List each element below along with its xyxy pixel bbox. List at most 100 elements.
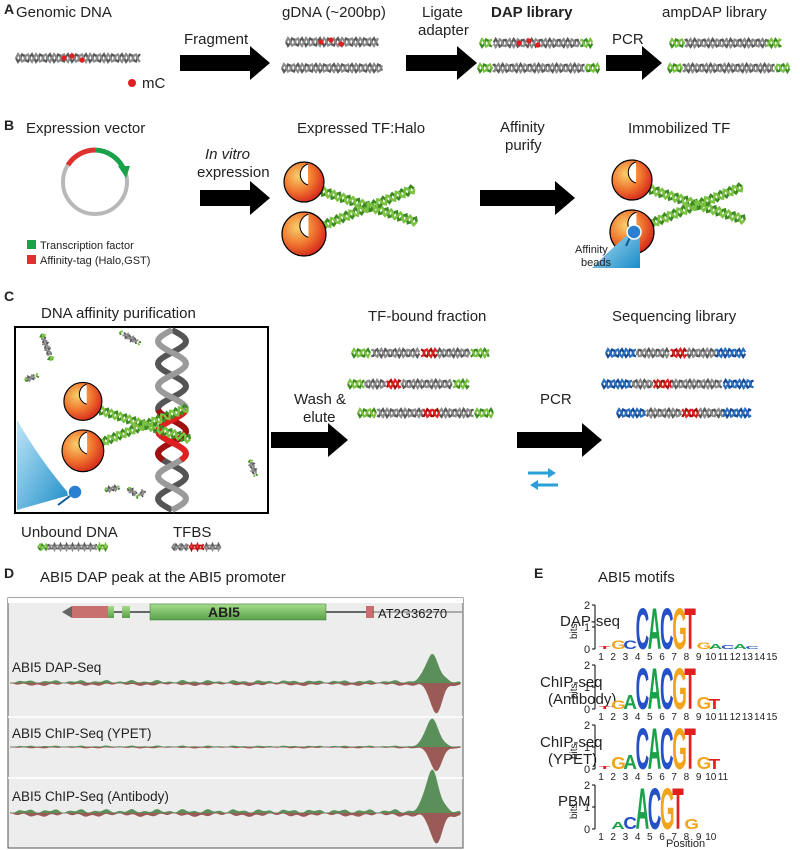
ligate-label-2: adapter (418, 22, 469, 39)
y-tick-label: 2 (584, 660, 590, 672)
tfbs-icon-helix (171, 541, 222, 553)
position-tick: 7 (671, 652, 677, 663)
position-tick: 1 (598, 772, 604, 783)
position-tick: 6 (659, 652, 665, 663)
logo-letter: A (733, 643, 747, 651)
immobilized-tf-dimer (592, 159, 746, 268)
track-ypet (10, 718, 461, 772)
halo-tag-1 (611, 159, 653, 201)
panel-d-title: ABI5 DAP peak at the ABI5 promoter (40, 569, 286, 586)
logo-letter: G (660, 778, 675, 843)
position-tick: 7 (671, 832, 677, 843)
dap-fragment-2 (477, 61, 601, 75)
y-tick-label: 1 (584, 622, 590, 634)
position-tick: 1 (598, 652, 604, 663)
pcr-label-a: PCR (612, 31, 644, 48)
bound-fragment-3 (357, 406, 494, 420)
bead-linker-c (57, 495, 71, 506)
unbound-icon-helix (37, 541, 109, 553)
logo-letter: T (684, 598, 696, 663)
bound-fragment-2 (347, 377, 470, 391)
expressed-tf-dimer (281, 161, 418, 257)
logo-letter: C (636, 718, 650, 783)
dap-title: DNA affinity purification (41, 305, 196, 322)
position-tick: 3 (623, 652, 629, 663)
y-tick-label: 1 (584, 682, 590, 694)
mc-site (526, 38, 532, 44)
position-tick: 12 (730, 712, 742, 723)
position-tick: 11 (718, 772, 729, 783)
logo-letter: G (697, 642, 712, 652)
logo-letter: C (721, 644, 735, 651)
y-axis-label: bits (569, 683, 580, 699)
expression-arrow (200, 181, 270, 215)
unbound-fragment (127, 486, 141, 499)
mc-site (516, 40, 522, 46)
genomic-dna-helix (15, 52, 141, 64)
unbound-dna-icon (37, 541, 109, 553)
mc-site (328, 37, 334, 43)
position-axis-label: Position (666, 838, 705, 850)
logo-letter: C (648, 778, 662, 843)
logo-letter: G (697, 694, 712, 713)
position-tick: 12 (730, 652, 742, 663)
in-vitro-label: In vitro (205, 146, 250, 163)
track-antibody (10, 769, 461, 844)
panel-e-title: ABI5 motifs (598, 569, 675, 586)
locus-id: AT2G36270 (378, 606, 447, 621)
panel-e-letter: E (534, 565, 543, 581)
sequencing-fragments (601, 346, 754, 420)
ampdap-label: ampDAP library (662, 4, 767, 21)
position-tick: 8 (684, 712, 690, 723)
logo-letter: C (636, 598, 650, 663)
purify-label: purify (505, 137, 542, 154)
motif-label: ChIP-seq (540, 734, 603, 751)
logo-letter: A (648, 718, 662, 783)
unbound-fragment (138, 488, 146, 498)
track-label-dap: ABI5 DAP-Seq (12, 660, 101, 675)
fragment-arrow (180, 46, 270, 80)
position-tick: 14 (754, 712, 766, 723)
pcr-label-c: PCR (540, 391, 572, 408)
position-tick: 3 (623, 832, 629, 843)
genomic-dna-label: Genomic DNA (16, 4, 112, 21)
y-tick-label: 0 (584, 704, 590, 716)
mc-site (69, 53, 75, 59)
tf-bound-label: TF-bound fraction (368, 308, 486, 325)
position-tick: 2 (610, 772, 616, 783)
logo-letter: A (623, 751, 637, 774)
bead-knob (626, 224, 642, 240)
position-tick: 8 (684, 832, 690, 843)
y-axis-label: bits (569, 743, 580, 759)
wash-label-1: Wash & (294, 391, 346, 408)
halo-tag-1 (63, 381, 103, 421)
position-tick: 6 (659, 832, 665, 843)
affinity-label: Affinity (500, 119, 545, 136)
bead-knob-c (67, 484, 83, 500)
position-tick: 1 (598, 832, 604, 843)
position-tick: 3 (623, 712, 629, 723)
ligate-label-1: Ligate (422, 4, 463, 21)
pcr-arrow-c (517, 423, 602, 457)
position-tick: 11 (718, 712, 729, 723)
motif-label: DAP-seq (560, 613, 620, 630)
logo-letter: T (709, 756, 721, 773)
logo-letter: A (636, 778, 650, 843)
amp-fragment-2 (667, 61, 791, 75)
ligate-arrow (406, 46, 477, 80)
legend-tag-label: Affinity-tag (Halo,GST) (40, 255, 150, 267)
position-tick: 13 (742, 652, 754, 663)
wash-label-2: elute (303, 409, 336, 426)
tf-bound-fragments (347, 346, 494, 420)
logo-letter: T (599, 765, 611, 770)
gdna-fragment-2 (281, 62, 384, 74)
unbound-fragment (39, 333, 55, 362)
pcr-arrow-a (606, 46, 662, 80)
position-tick: 2 (610, 652, 616, 663)
position-tick: 10 (705, 712, 717, 723)
panel-c-letter: C (4, 288, 14, 304)
